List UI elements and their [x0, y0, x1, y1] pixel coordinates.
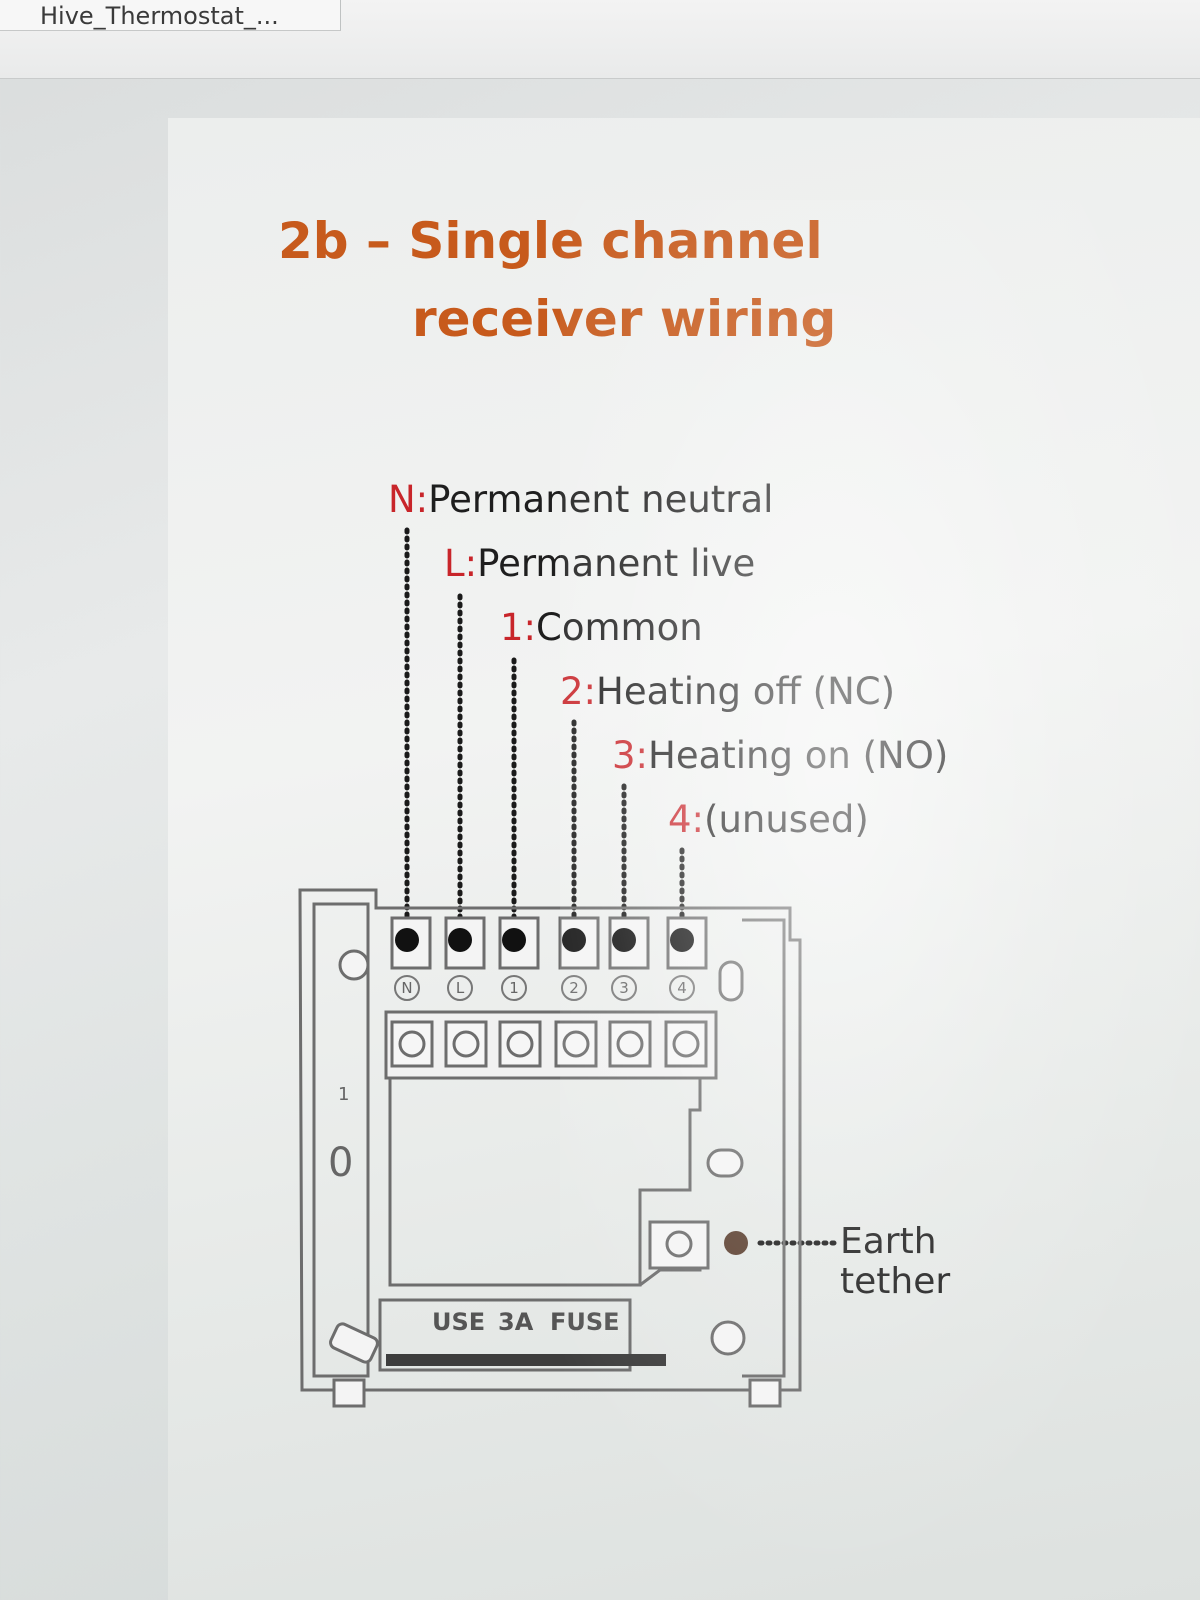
marking-3: 3 [619, 979, 629, 997]
switch-label-1: 1 [338, 1084, 349, 1105]
terminal-dot-l [448, 928, 472, 952]
earth-tether-label: Earth tether [840, 1222, 950, 1302]
fuse-use-label: USE [432, 1308, 485, 1336]
terminal-dot-1 [502, 928, 526, 952]
browser-tab-bar: Hive_Thermostat_... [0, 0, 1200, 79]
earth-label-line2: tether [840, 1261, 951, 1302]
earth-label-line1: Earth [840, 1221, 937, 1262]
marking-l: L [456, 979, 465, 997]
marking-4: 4 [677, 979, 687, 997]
earth-dot [724, 1231, 748, 1255]
switch-label-0: 0 [328, 1140, 353, 1186]
marking-2: 2 [569, 979, 579, 997]
terminal-markings: N L 1 2 3 4 [394, 975, 695, 1001]
terminal-dot-2 [562, 928, 586, 952]
document-tab[interactable]: Hive_Thermostat_... [0, 0, 341, 31]
marking-1: 1 [509, 979, 519, 997]
fuse-fuse-label: FUSE [550, 1308, 620, 1336]
marking-n: N [401, 979, 412, 997]
terminal-dot-n [395, 928, 419, 952]
earth-screw [665, 1230, 693, 1258]
terminal-dot-4 [670, 928, 694, 952]
tab-title: Hive_Thermostat_... [40, 2, 279, 30]
terminal-block [390, 916, 708, 970]
base-strip [386, 1354, 666, 1366]
terminal-dot-3 [612, 928, 636, 952]
fuse-3a-label: 3A [498, 1308, 534, 1336]
